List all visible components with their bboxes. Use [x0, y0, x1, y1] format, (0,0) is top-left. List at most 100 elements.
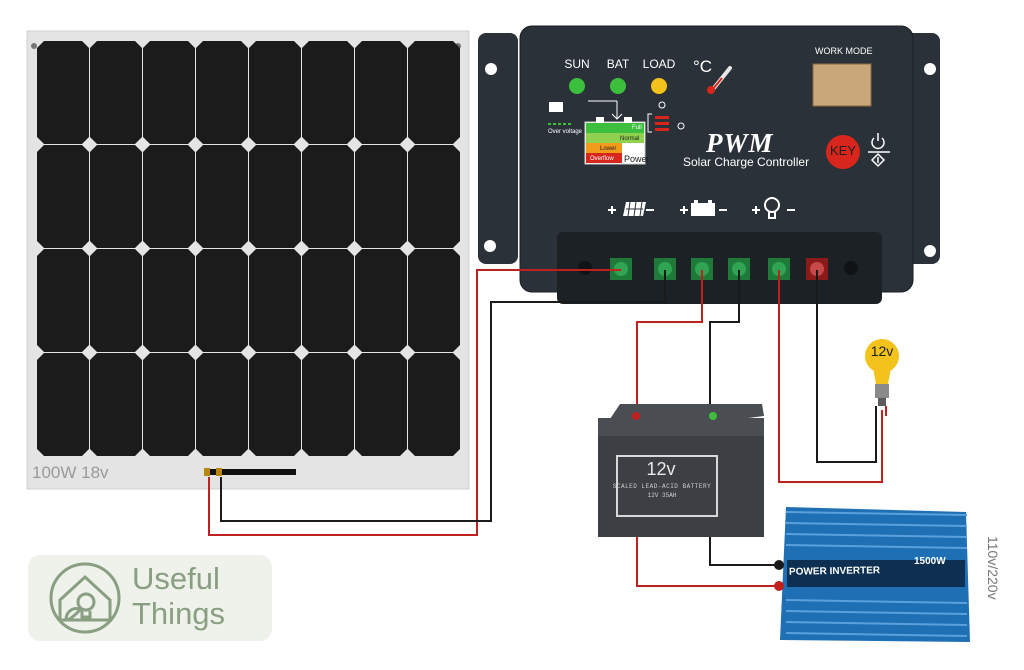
solar-cell: [37, 353, 89, 456]
solar-cell: [249, 41, 301, 144]
bat-led: [610, 78, 626, 94]
work-mode-label: WORK MODE: [815, 46, 873, 56]
sun-indicator-label: SUN: [564, 57, 590, 71]
solar-cell: [408, 249, 460, 352]
status-overflow: Overflow: [590, 156, 614, 162]
status-power: Power: [624, 154, 650, 164]
controller-title: PWM: [706, 128, 774, 158]
solar-cell: [249, 353, 301, 456]
inverter-fin: [785, 522, 968, 527]
inverter-fin: [785, 544, 968, 549]
power-inverter: [774, 507, 970, 642]
solar-cell: [143, 249, 195, 352]
solar-cell: [196, 249, 248, 352]
terminal-screw: [658, 262, 672, 276]
temperature-symbol: °C: [693, 57, 713, 76]
controller-subtitle: Solar Charge Controller: [683, 155, 810, 169]
battery-voltage-label: 12v: [646, 459, 676, 479]
battery-negative-terminal: [709, 412, 717, 420]
solar-cell: [196, 41, 248, 144]
solar-cell: [302, 41, 354, 144]
solar-cell: [408, 353, 460, 456]
inverter-fin: [785, 599, 968, 604]
inverter-fin: [785, 511, 968, 516]
bat-indicator-label: BAT: [606, 57, 630, 71]
inverter-fin: [785, 632, 968, 637]
sun-led: [569, 78, 585, 94]
inverter-fin: [785, 610, 968, 615]
solar-cell: [196, 145, 248, 248]
wire-battery-negative: [709, 270, 779, 566]
inverter-negative-terminal: [774, 560, 784, 570]
inverter-output-label: 110v/220v: [985, 536, 1001, 600]
mount-hole: [485, 63, 497, 75]
load-indicator-label: LOAD: [642, 57, 676, 71]
mount-hole: [924, 245, 936, 257]
terminal-screw: [772, 262, 786, 276]
terminal-screw: [695, 262, 709, 276]
work-mode-display: [812, 63, 872, 107]
wires: [208, 269, 883, 587]
brand-name-line1: Useful: [132, 561, 220, 596]
key-button-label[interactable]: KEY: [829, 143, 856, 158]
solar-cell: [196, 353, 248, 456]
solar-cell: [90, 353, 142, 456]
solar-cell: [37, 145, 89, 248]
inverter-fins: [785, 511, 968, 637]
wire-panel-negative: [220, 270, 666, 522]
status-bulb-icon: [658, 101, 685, 130]
battery-positive-terminal: [632, 412, 640, 420]
solar-cell: [143, 353, 195, 456]
solar-cell: [355, 41, 407, 144]
solar-cell: [90, 145, 142, 248]
solar-cells: [37, 41, 460, 456]
inverter-positive-terminal: [774, 581, 784, 591]
mount-hole: [484, 240, 496, 252]
wire-battery-positive: [636, 270, 779, 587]
wire-load-negative: [816, 270, 877, 463]
inverter-title: POWER INVERTER: [788, 565, 881, 578]
solar-cell: [355, 249, 407, 352]
bulb-voltage-label: 12v: [870, 343, 894, 359]
terminal-blank: [844, 261, 858, 275]
solar-cell: [90, 41, 142, 144]
terminal-screw: [732, 262, 746, 276]
solar-cell: [302, 145, 354, 248]
brand-name-line2: Things: [132, 596, 226, 631]
brand-badge: [28, 555, 272, 641]
status-normal: Normal: [620, 136, 640, 142]
solar-cell: [37, 249, 89, 352]
solar-cell: [143, 41, 195, 144]
battery: [598, 404, 764, 537]
key-button[interactable]: [826, 135, 860, 169]
solar-cell: [249, 145, 301, 248]
solar-panel: [26, 30, 470, 490]
charge-controller: [478, 25, 940, 304]
solar-cell: [302, 249, 354, 352]
battery-rating-label: 12V 35AH: [647, 492, 677, 499]
solar-cell: [355, 353, 407, 456]
status-over-voltage: Over voltage: [548, 129, 583, 135]
solar-cell: [143, 145, 195, 248]
battery-type-label: SCALED LEAD-ACID BATTERY: [612, 483, 712, 490]
solar-cell: [302, 353, 354, 456]
load-led: [651, 78, 667, 94]
solar-cell: [355, 145, 407, 248]
mount-hole: [924, 63, 936, 75]
thermometer-icon: [707, 66, 732, 94]
solar-cell: [90, 249, 142, 352]
terminal-screw: [810, 262, 824, 276]
solar-panel-label: 100W 18v: [32, 463, 109, 482]
solar-cell: [408, 145, 460, 248]
inverter-fin: [785, 533, 968, 538]
status-full: Full: [632, 125, 642, 131]
inverter-rating: 1500W: [914, 556, 946, 567]
terminal-blank: [578, 261, 592, 275]
solar-cell: [408, 41, 460, 144]
status-lower: Lower: [600, 146, 617, 152]
inverter-fin: [785, 621, 968, 626]
power-icon: [868, 133, 890, 168]
status-panel: [548, 100, 685, 165]
